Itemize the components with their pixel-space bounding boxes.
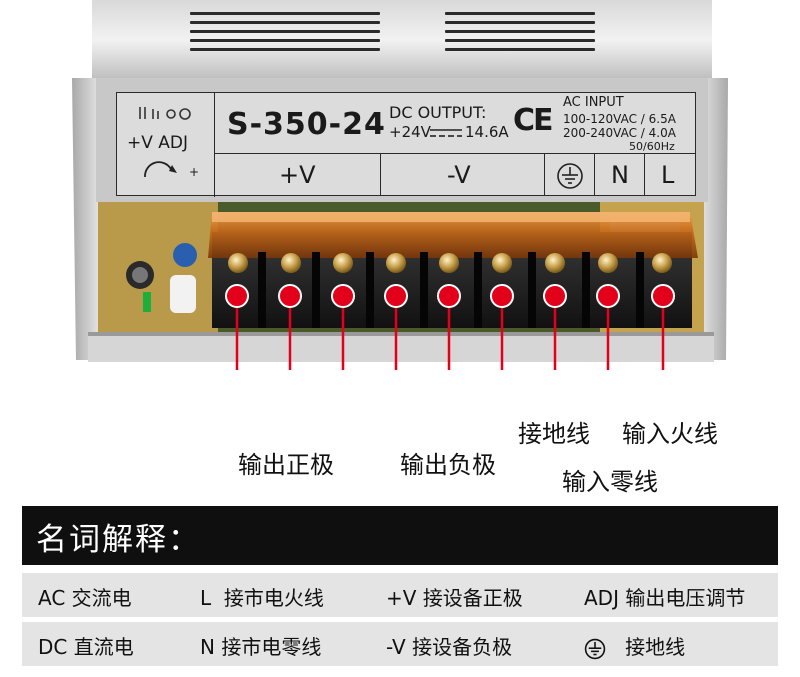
case-top [92,0,712,80]
ac-input-line-2: 200-240VAC / 4.0A [563,126,676,140]
glossary-term-dc: DC 直流电 [38,631,134,660]
terminal-label-n: N [611,161,629,189]
terminal-cover [208,212,698,258]
term-desc: 输出电压调节 [625,586,746,610]
glossary-term-adj: ADJ 输出电压调节 [584,582,745,611]
term-key: ADJ [584,586,619,610]
term-key: -V [386,635,406,659]
marker-live [651,284,675,308]
term-desc: 接设备正极 [422,586,523,610]
marker-plus-v-3 [331,284,355,308]
term-desc: 接设备负极 [412,635,513,659]
term-desc: 交流电 [71,586,132,610]
callout-output-positive: 输出正极 [238,451,334,479]
callout-ground: 接地线 [518,420,590,448]
marker-plus-v-2 [278,284,302,308]
marker-plus-v-1 [225,284,249,308]
vent-right [445,12,595,51]
ground-icon [557,163,583,189]
glossary-term-ac: AC 交流电 [38,582,132,611]
dc-output-title: DC OUTPUT: [389,103,487,122]
term-key: N [200,635,215,659]
term-desc: 接市电零线 [221,635,322,659]
ac-input-line-1: 100-120VAC / 6.5A [563,112,676,126]
marker-minus-v-3 [490,284,514,308]
glossary-row: AC 交流电 L 接市电火线 +V 接设备正极 ADJ 输出电压调节 [22,573,778,617]
terminal-label-l: L [661,161,675,189]
terminal-label-plus-v: +V [279,161,316,189]
marker-minus-v-1 [384,284,408,308]
term-desc: 接市电火线 [223,586,324,610]
adj-marks-icon [139,107,191,120]
case-side-left [72,78,100,360]
terminal-label-minus-v: -V [447,161,471,189]
model-number: S-350-24 [227,107,386,142]
ce-mark: CE [513,103,553,138]
rotate-arrow-icon [144,161,177,178]
glossary-title: 名词解释： [36,522,201,558]
term-desc: 直流电 [73,635,134,659]
glossary-term-l: L 接市电火线 [200,582,324,611]
vent-left [190,12,380,51]
term-key: AC [38,586,66,610]
dc-output-voltage: +24V [389,123,431,141]
glossary-header: 名词解释： [22,506,778,565]
marker-neutral [596,284,620,308]
ground-icon [584,638,606,659]
callout-input-live: 输入火线 [622,420,718,448]
spec-label-plate: +V ADJ + S-350-24 DC OUTPUT: +24V 14.6A … [116,92,696,197]
dc-symbol-icon [430,129,462,137]
glossary-row: DC 直流电 N 接市电零线 -V 接设备负极 ⏚ 接地线 [22,622,778,666]
glossary-term-minus-v: -V 接设备负极 [386,631,512,660]
power-supply-photo: +V ADJ + S-350-24 DC OUTPUT: +24V 14.6A … [72,0,728,370]
ac-input-title: AC INPUT [563,95,624,110]
term-key: L [200,586,212,610]
terminal-label-row: +V -V N L [215,153,695,196]
callout-lines [235,296,665,370]
knob-label: +V ADJ [127,133,189,153]
dc-output-current: 14.6A [465,123,509,141]
term-desc: 接地线 [625,635,686,659]
glossary-term-n: N 接市电零线 [200,631,321,660]
knob-plus: + [189,165,200,179]
glossary-term-plus-v: +V 接设备正极 [386,582,523,611]
term-key: +V [386,586,417,610]
marker-minus-v-2 [437,284,461,308]
term-key: DC [38,635,68,659]
terminal-markers [225,284,675,308]
case-bottom-rail [88,332,714,362]
adj-knob-area: +V ADJ + [117,93,215,197]
callout-output-negative: 输出负极 [400,451,496,479]
glossary-term-ground: ⏚ 接地线 [584,631,685,660]
marker-ground [543,284,567,308]
callout-input-neutral: 输入零线 [562,468,658,496]
ac-input-frequency: 50/60Hz [629,140,675,153]
terminal-screws [228,253,672,273]
